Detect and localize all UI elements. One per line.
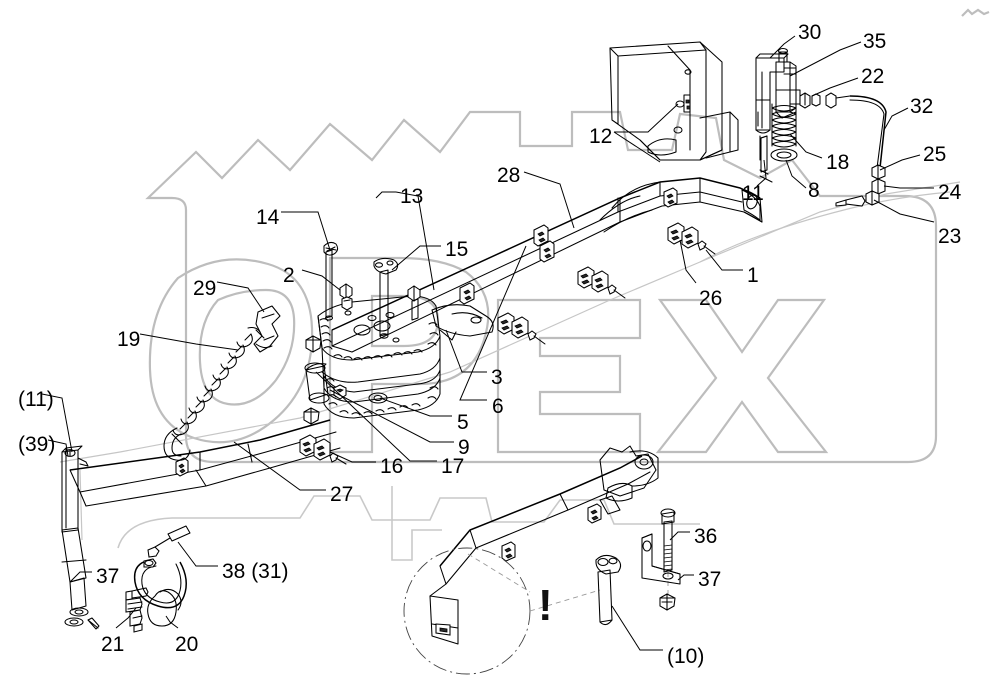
part-28-upper-beam bbox=[331, 177, 763, 353]
part-18-compression-spring bbox=[771, 103, 797, 148]
part-38-31-hose bbox=[133, 525, 191, 609]
watermark-tile-lower bbox=[117, 495, 700, 549]
callout-17: 17 bbox=[441, 455, 465, 478]
beam-tab bbox=[663, 187, 678, 208]
part-37-bracket-right bbox=[641, 533, 681, 585]
callout-22: 22 bbox=[861, 65, 885, 88]
callout-5: 5 bbox=[457, 411, 469, 434]
watermark-letter-o bbox=[148, 258, 314, 444]
beam-tab bbox=[539, 240, 555, 263]
callout-8: 8 bbox=[808, 179, 820, 202]
callout-9: 9 bbox=[458, 436, 470, 459]
part-30-cylinder bbox=[755, 53, 797, 161]
part-17-pin-bushing bbox=[304, 362, 330, 404]
callout-28: 28 bbox=[497, 164, 521, 187]
part-14-bolt bbox=[323, 241, 339, 321]
beam-tab bbox=[459, 282, 475, 305]
part-17-nut bbox=[305, 335, 322, 353]
callout-3: 3 bbox=[491, 366, 503, 389]
callout-2: 2 bbox=[283, 264, 295, 287]
callout-11: 11 bbox=[742, 182, 764, 205]
watermark-letter-x bbox=[655, 298, 829, 454]
callout-38-31: 38 (31) bbox=[222, 560, 289, 583]
watermark-fragment-top-right bbox=[961, 8, 990, 17]
callout-21: 21 bbox=[101, 633, 125, 656]
callout-6: 6 bbox=[492, 395, 504, 418]
leader-lines bbox=[41, 35, 935, 651]
arm-tab bbox=[587, 503, 602, 524]
part-12-mounting-plate bbox=[609, 41, 739, 161]
arm-tab bbox=[501, 541, 516, 562]
callout-19: 19 bbox=[117, 328, 141, 351]
warning-exclamation-icon: ! bbox=[538, 581, 553, 630]
part-2-bolt-nut bbox=[339, 283, 353, 311]
callout-14: 14 bbox=[256, 206, 280, 229]
callout-11-alt: (11) bbox=[18, 388, 54, 411]
part-11-rod-pin bbox=[759, 135, 773, 183]
part-8-washer bbox=[770, 148, 798, 162]
callout-37-left: 37 bbox=[96, 565, 120, 588]
part-36-bolt bbox=[660, 508, 676, 600]
part-13-bolt-top bbox=[407, 285, 421, 321]
callout-18: 18 bbox=[826, 151, 850, 174]
callout-10: (10) bbox=[667, 645, 705, 668]
callout-29: 29 bbox=[193, 277, 217, 300]
callout-15: 15 bbox=[445, 238, 469, 261]
callout-23: 23 bbox=[938, 225, 962, 248]
callout-24: 24 bbox=[938, 181, 962, 204]
clamp-block-upper bbox=[577, 266, 626, 299]
callout-39: (39) bbox=[18, 433, 56, 456]
callout-12: 12 bbox=[589, 125, 613, 148]
part-37-nut-right bbox=[659, 593, 676, 611]
callout-27: 27 bbox=[330, 483, 354, 506]
part-26-1-clamp-block bbox=[667, 222, 716, 255]
callout-1: 1 bbox=[747, 264, 759, 287]
part-5-nut bbox=[333, 384, 347, 400]
callout-37-right: 37 bbox=[698, 568, 722, 591]
part-22-hydraulic-fittings bbox=[799, 92, 851, 109]
left-vertical-post bbox=[61, 445, 100, 630]
callout-25: 25 bbox=[923, 143, 947, 166]
callout-30: 30 bbox=[798, 21, 822, 44]
part-10-pin bbox=[595, 554, 622, 626]
part-32-hydraulic-tube bbox=[849, 95, 887, 169]
part-25-fitting bbox=[871, 164, 886, 180]
bottom-right-arm bbox=[403, 445, 659, 675]
callout-26: 26 bbox=[699, 287, 723, 310]
part-9-nut bbox=[303, 407, 320, 425]
callout-32: 32 bbox=[910, 95, 934, 118]
callout-35: 35 bbox=[863, 30, 887, 53]
watermark-letter-e bbox=[496, 298, 642, 454]
central-turntable-assembly bbox=[317, 224, 549, 419]
callout-20: 20 bbox=[175, 633, 199, 656]
callout-16: 16 bbox=[380, 455, 404, 478]
part-19-tension-spring bbox=[163, 326, 265, 461]
part-21-valve-assembly bbox=[125, 587, 149, 633]
callout-36: 36 bbox=[694, 525, 718, 548]
clamp-block-mid bbox=[497, 312, 546, 345]
part-16-clamp-block bbox=[299, 434, 347, 465]
watermark-plate-outline bbox=[145, 110, 938, 464]
lower-beam-tab bbox=[175, 457, 189, 477]
callout-13: 13 bbox=[400, 185, 424, 208]
part-23-bolt bbox=[835, 195, 866, 207]
